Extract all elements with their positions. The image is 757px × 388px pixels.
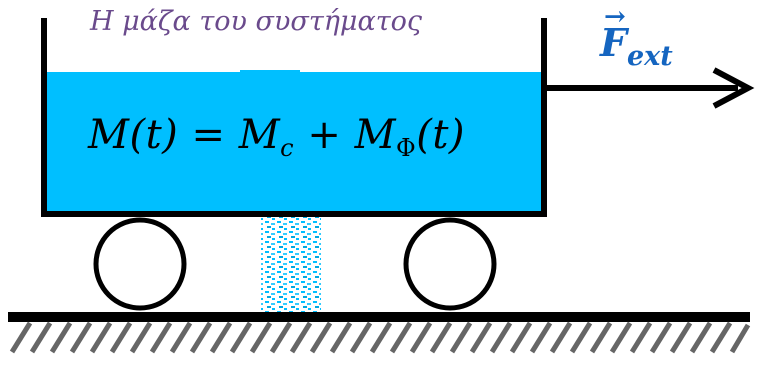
leak-stream — [261, 217, 321, 313]
formula-sub-phi: Φ — [396, 134, 417, 162]
formula-m-phi: M — [354, 112, 397, 158]
tank-outline — [41, 18, 547, 217]
formula-arg: (t) — [416, 112, 466, 158]
formula-lhs: M(t) — [88, 112, 179, 158]
formula-equals: = — [191, 112, 226, 158]
formula-m-c: M — [238, 112, 281, 158]
formula-plus: + — [307, 112, 342, 158]
external-force-label: Fext — [600, 20, 673, 72]
left-wheel-icon — [93, 217, 187, 311]
liquid-surface-blip — [240, 70, 300, 74]
ground-line — [8, 312, 750, 322]
right-wheel-icon — [403, 217, 497, 311]
force-symbol: F — [600, 20, 627, 65]
force-arrowhead-icon — [712, 67, 755, 109]
formula-sub-c: c — [280, 134, 295, 162]
system-mass-label: Η μάζα του συστήματος — [90, 6, 423, 37]
ground-hatch — [9, 321, 751, 354]
mass-formula: M(t) = Mc + MΦ(t) — [88, 112, 465, 162]
force-subscript: ext — [626, 41, 673, 72]
liquid-fill — [44, 72, 544, 214]
